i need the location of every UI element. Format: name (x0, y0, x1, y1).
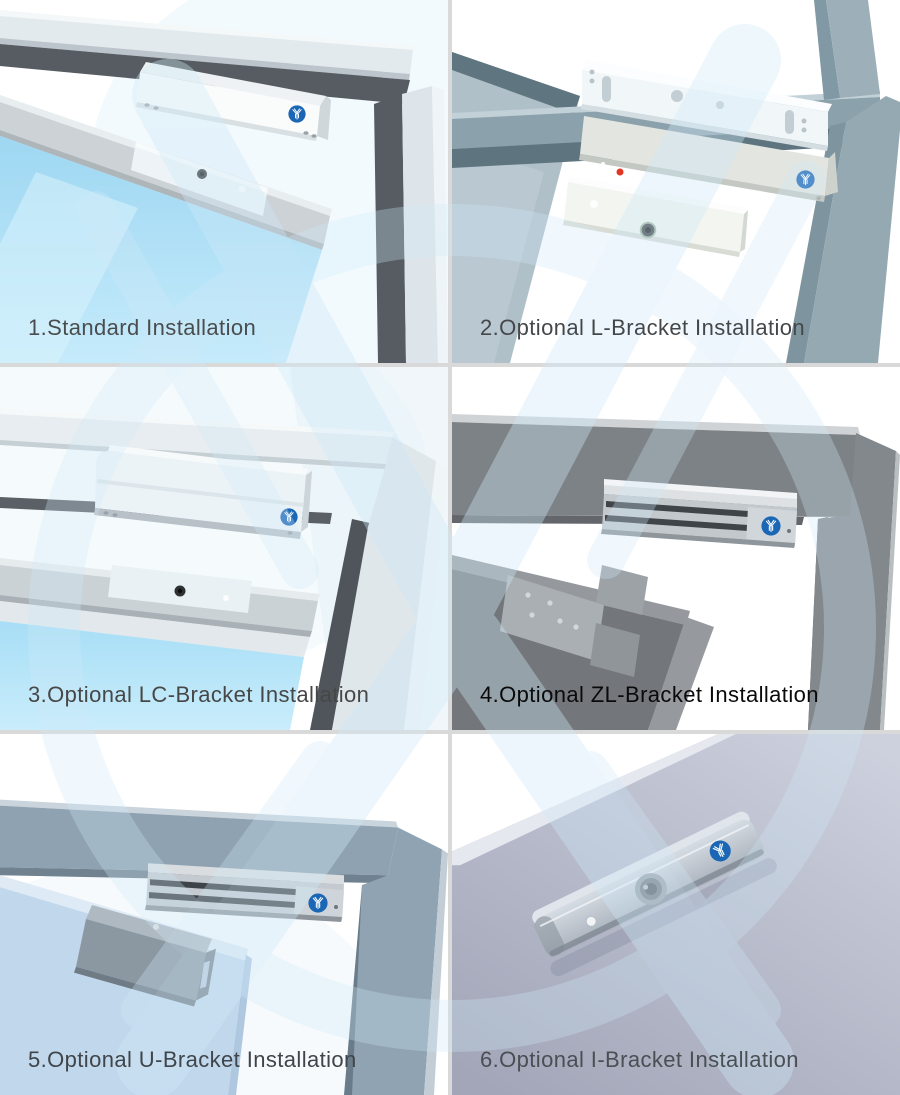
panel-2-caption: 2.Optional L-Bracket Installation (480, 315, 806, 340)
door-top-edge (452, 52, 580, 114)
zl-bracket-installation-illustration (452, 367, 900, 730)
panel-zl-bracket-installation: 4.Optional ZL-Bracket Installation (452, 367, 900, 730)
zl-flange (590, 623, 640, 677)
door-top-edge (452, 734, 736, 866)
frame-stile (804, 96, 900, 363)
frame-stile (808, 433, 896, 730)
bracket-shadow (550, 858, 777, 977)
bracket-slot (785, 110, 794, 134)
door-frame (0, 10, 448, 363)
i-bracket-plate (532, 811, 777, 977)
plate-pin (223, 595, 229, 601)
door-side-edge (648, 617, 714, 730)
magnet-stripe (606, 501, 748, 517)
plate-pin (585, 915, 597, 927)
panel-i-bracket-installation: 6.Optional I-Bracket Installation (452, 734, 900, 1095)
u-bracket (74, 905, 216, 1007)
door-glass (0, 887, 246, 1095)
armature-plate (108, 565, 252, 613)
bracket-screw (153, 923, 159, 930)
u-bracket-installation-illustration (0, 734, 448, 1095)
panel-5-caption: 5.Optional U-Bracket Installation (28, 1047, 357, 1072)
l-bracket (581, 60, 832, 151)
magnet-stripe (149, 892, 296, 909)
panel-4-caption: 4.Optional ZL-Bracket Installation (480, 682, 819, 707)
y-brand-logo-icon (308, 893, 328, 914)
i-bracket-installation-illustration (452, 734, 900, 1095)
panel-6-caption: 6.Optional I-Bracket Installation (480, 1047, 799, 1072)
plate-pin (238, 185, 246, 193)
plate-pin (590, 200, 598, 208)
u-bracket-face (76, 918, 206, 1001)
led-indicator (616, 168, 624, 176)
maglock-lc-body (94, 445, 312, 539)
panel-lc-bracket-installation: 3.Optional LC-Bracket Installation (0, 367, 448, 730)
door-surface (452, 734, 900, 1095)
y-brand-logo-icon (288, 105, 306, 123)
door-face (452, 734, 900, 1095)
standard-installation-illustration (0, 0, 448, 363)
armature-plate (131, 142, 268, 216)
frame-header (0, 805, 398, 876)
maglock-body (145, 863, 344, 922)
lc-bracket-installation-illustration (0, 367, 448, 730)
bracket-hole (716, 101, 724, 109)
panel-3-caption: 3.Optional LC-Bracket Installation (28, 682, 370, 707)
panel-u-bracket-installation: 5.Optional U-Bracket Installation (0, 734, 448, 1095)
door-frame (0, 408, 448, 730)
maglock-body (136, 62, 331, 141)
frame-stile (352, 827, 442, 1095)
frame-header (0, 414, 392, 464)
bracket-hole (671, 90, 683, 102)
panel-1-caption: 1.Standard Installation (28, 315, 257, 340)
door-glass (0, 621, 304, 730)
frame-stile (332, 437, 436, 730)
magnet-stripe (150, 879, 296, 896)
panel-standard-installation: 1.Standard Installation (0, 0, 448, 363)
l-bracket-installation-illustration (452, 0, 900, 363)
armature-plate (563, 176, 748, 257)
bracket-slot (602, 76, 611, 102)
y-brand-logo-icon (796, 170, 815, 189)
maglock-body (601, 479, 797, 548)
y-brand-logo-icon (761, 516, 781, 536)
maglock-body (579, 116, 838, 202)
y-brand-logo-icon (280, 508, 298, 526)
u-bracket-top (86, 905, 212, 953)
magnet-stripe (605, 515, 748, 531)
zl-bracket (500, 565, 648, 677)
panel-l-bracket-installation: 2.Optional L-Bracket Installation (452, 0, 900, 363)
